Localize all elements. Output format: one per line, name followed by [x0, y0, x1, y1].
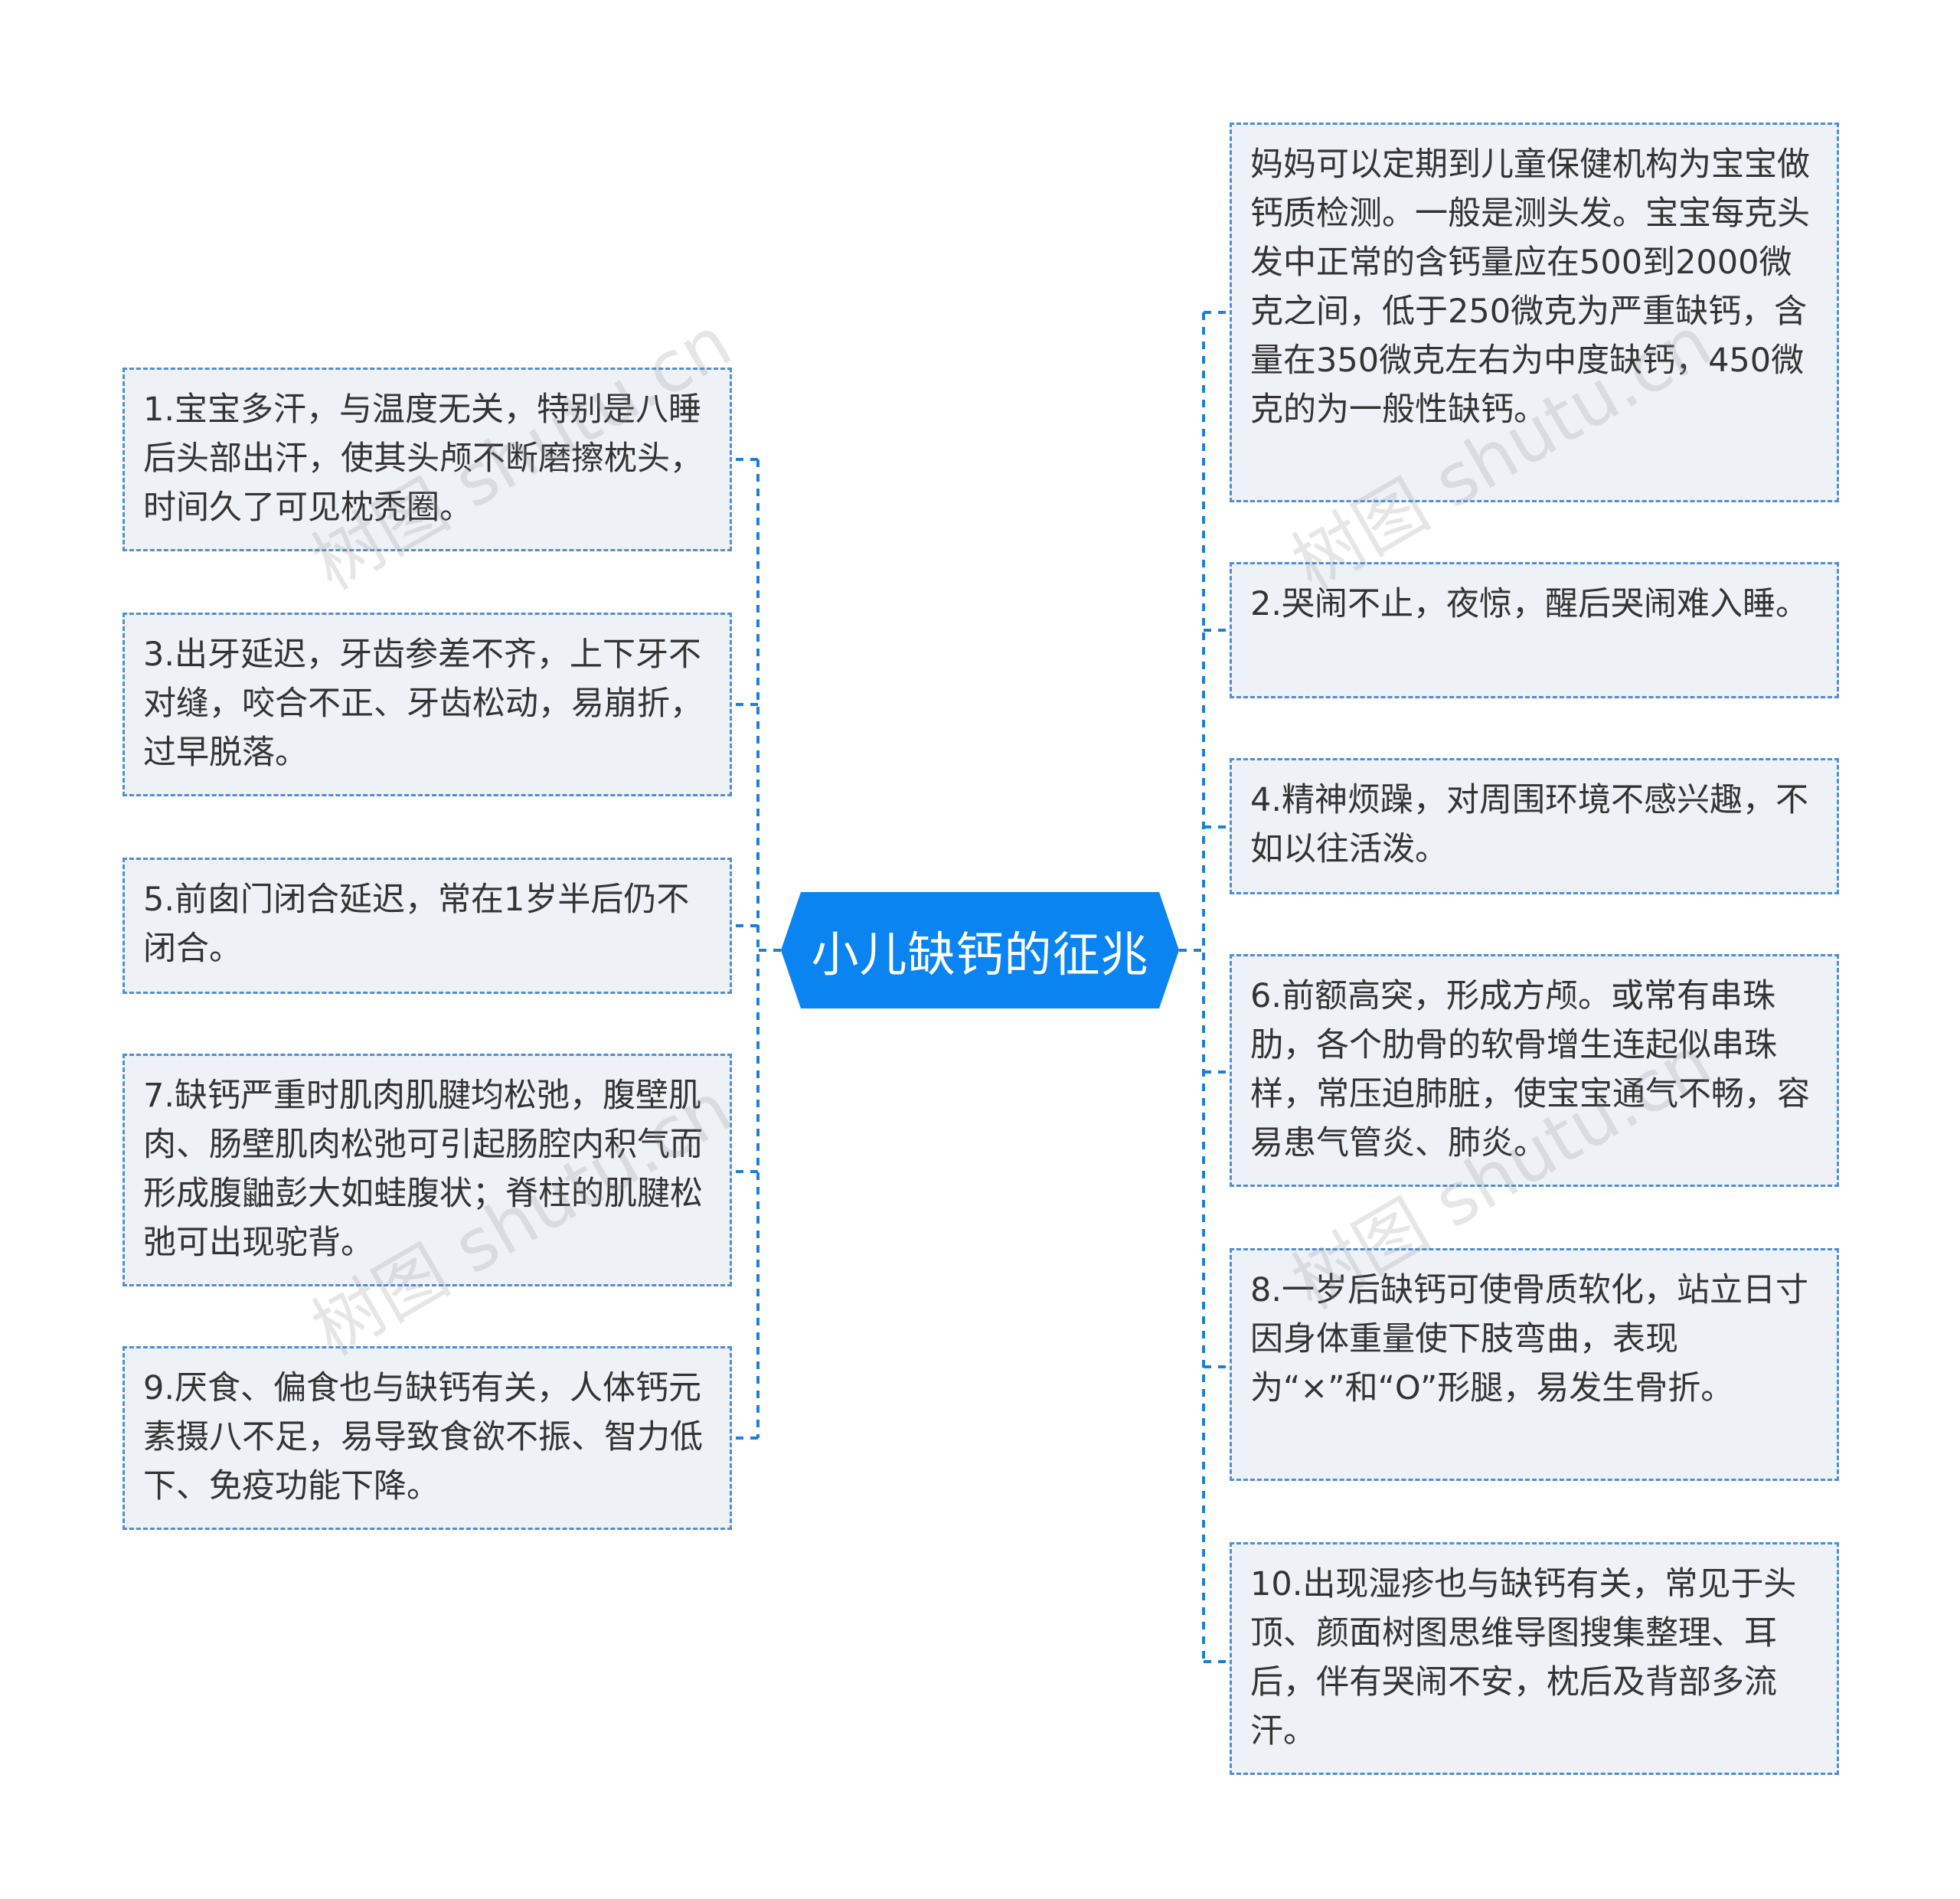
central-topic-shape	[781, 892, 1179, 1008]
symptom-node-8[interactable]: 8.一岁后缺钙可使骨质软化，站立日寸因身体重量使下肢弯曲，表现为“×”和“O”形…	[1230, 1248, 1839, 1481]
central-topic-label: 小儿缺钙的征兆	[811, 927, 1149, 982]
symptom-node-9[interactable]: 9.厌食、偏食也与缺钙有关，人体钙元素摄八不足，易导致食欲不振、智力低下、免疫功…	[122, 1346, 732, 1530]
symptom-node-3[interactable]: 3.出牙延迟，牙齿参差不齐，上下牙不对缝，咬合不正、牙齿松动，易崩折，过早脱落。	[122, 613, 732, 796]
symptom-node-5[interactable]: 5.前囱门闭合延迟，常在1岁半后仍不闭合。	[122, 858, 732, 994]
calcium-test-node[interactable]: 妈妈可以定期到儿童保健机构为宝宝做钙质检测。一般是测头发。宝宝每克头发中正常的含…	[1230, 123, 1839, 502]
central-topic[interactable]: 小儿缺钙的征兆	[781, 892, 1179, 1008]
symptom-node-2[interactable]: 2.哭闹不止，夜惊，醒后哭闹难入睡。	[1230, 562, 1839, 698]
symptom-node-4[interactable]: 4.精神烦躁，对周围环境不感兴趣，不如以往活泼。	[1230, 758, 1839, 894]
symptom-node-6[interactable]: 6.前额高突，形成方颅。或常有串珠肋，各个肋骨的软骨增生连起似串珠样，常压迫肺脏…	[1230, 954, 1839, 1187]
symptom-node-7[interactable]: 7.缺钙严重时肌肉肌腱均松弛，腹壁肌肉、肠壁肌肉松弛可引起肠腔内积气而形成腹鼬彭…	[122, 1054, 732, 1286]
symptom-node-1[interactable]: 1.宝宝多汗，与温度无关，特别是八睡后头部出汗，使其头颅不断磨擦枕头，时间久了可…	[122, 368, 732, 551]
symptom-node-10[interactable]: 10.出现湿疹也与缺钙有关，常见于头顶、颜面树图思维导图搜集整理、耳后，伴有哭闹…	[1230, 1542, 1839, 1775]
